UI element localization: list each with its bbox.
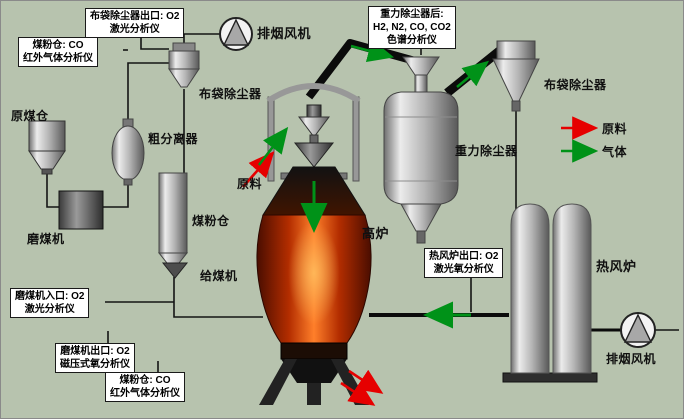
legend-material-label: 原料 (602, 122, 628, 136)
exhaust-fan-bottom-icon (620, 312, 656, 348)
gas-riser-arrow (257, 126, 289, 166)
annotation-bag-collector-outlet: 布袋除尘器出口: O2 激光分析仪 (85, 8, 185, 38)
label-coarse-separator: 粗分离器 (148, 132, 199, 146)
label-raw-coal-bunker: 原煤仓 (11, 109, 49, 123)
legend-gas-label: 气体 (602, 145, 628, 159)
bag-collector-right-shape (492, 40, 540, 112)
gas-to-bag-arrow (456, 60, 490, 89)
blast-furnace-shape (256, 83, 372, 405)
label-raw-material: 原料 (237, 177, 263, 191)
flow-arrows (242, 39, 599, 406)
gas-to-gravity-arrow (350, 39, 395, 63)
label-coal-powder-bunker: 煤粉仓 (192, 214, 230, 228)
label-exhaust-fan-bottom: 排烟风机 (606, 352, 657, 366)
label-bag-collector-right: 布袋除尘器 (544, 78, 607, 92)
coal-powder-bunker-shape (157, 172, 189, 264)
label-gravity-collector: 重力除尘器 (455, 144, 518, 158)
coal-feeder-shape (161, 262, 189, 279)
annotation-after-gravity-collector: 重力除尘器后: H2, N2, CO, CO2 色谱分析仪 (368, 6, 456, 49)
raw-coal-bunker-shape (28, 120, 66, 175)
label-blast-furnace: 高炉 (362, 226, 390, 241)
label-coal-mill: 磨煤机 (27, 232, 65, 246)
annotation-powder-bunker-co-bottom: 煤粉仓: CO 红外气体分析仪 (105, 372, 185, 402)
label-exhaust-fan-top: 排烟风机 (257, 26, 312, 41)
material-charge-arrow (242, 151, 275, 188)
exhaust-fan-top-icon (219, 17, 253, 51)
hot-blast-stove-shape (502, 203, 598, 383)
label-coal-feeder: 给煤机 (200, 269, 238, 283)
tap-arrow-2 (340, 381, 376, 406)
annotation-stove-outlet: 热风炉出口: O2 激光氧分析仪 (424, 248, 504, 278)
annotation-powder-bunker-co-top: 煤粉仓: CO 红外气体分析仪 (18, 37, 98, 67)
annotation-mill-inlet: 磨煤机入口: O2 激光分析仪 (10, 288, 90, 318)
bag-collector-center-shape (168, 42, 200, 88)
connector-pipes (46, 33, 679, 372)
coarse-separator-shape (111, 118, 145, 186)
label-hot-blast-stove: 热风炉 (596, 259, 637, 274)
annotation-mill-outlet: 磨煤机出口: O2 磁压式氧分析仪 (55, 343, 135, 373)
coal-mill-shape (58, 190, 104, 230)
gravity-collector-shape (383, 56, 459, 244)
label-bag-collector-center: 布袋除尘器 (199, 87, 262, 101)
